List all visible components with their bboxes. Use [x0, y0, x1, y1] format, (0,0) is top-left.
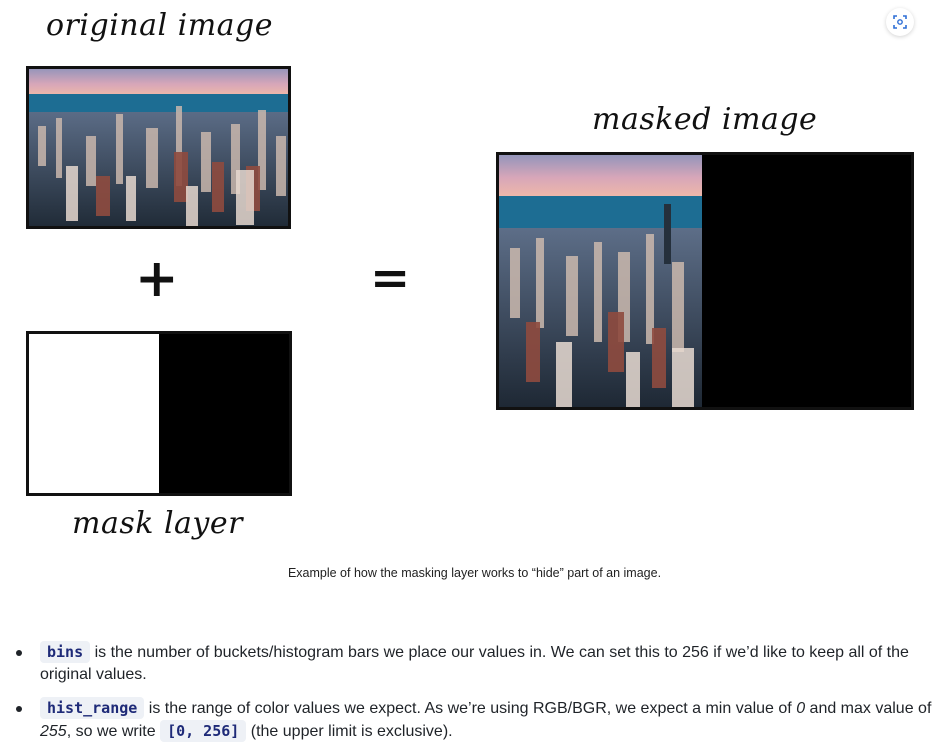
inline-code-bins: bins	[40, 641, 91, 663]
expand-image-button[interactable]	[886, 8, 914, 36]
bullet-text: , so we write	[66, 723, 161, 740]
bullet-text: and max value of	[805, 700, 932, 717]
masked-image-label: masked image	[592, 102, 818, 137]
bullet-text: (the upper limit is exclusive).	[246, 723, 453, 740]
mask-layer-image	[26, 331, 292, 496]
masked-image	[496, 152, 914, 410]
original-image	[26, 66, 291, 229]
bullet-dot	[16, 706, 22, 712]
max-value: 255	[40, 723, 67, 740]
plus-operator: +	[135, 248, 180, 309]
equals-operator: =	[370, 250, 411, 306]
mask-layer-label: mask layer	[72, 506, 243, 541]
bullet-text: is the range of color values we expect. …	[144, 700, 797, 717]
list-item: hist_range is the range of color values …	[16, 697, 940, 743]
min-value: 0	[796, 700, 806, 717]
bullet-text: is the number of buckets/histogram bars …	[40, 644, 909, 683]
list-item: bins is the number of buckets/histogram …	[16, 641, 940, 686]
original-image-label: original image	[46, 8, 274, 43]
inline-code-hist-range: hist_range	[40, 697, 145, 719]
figure-caption: Example of how the masking layer works t…	[287, 566, 662, 580]
zoom-expand-icon	[893, 15, 907, 29]
inline-code-range: [0, 256]	[160, 720, 247, 742]
bullet-dot	[16, 650, 22, 656]
